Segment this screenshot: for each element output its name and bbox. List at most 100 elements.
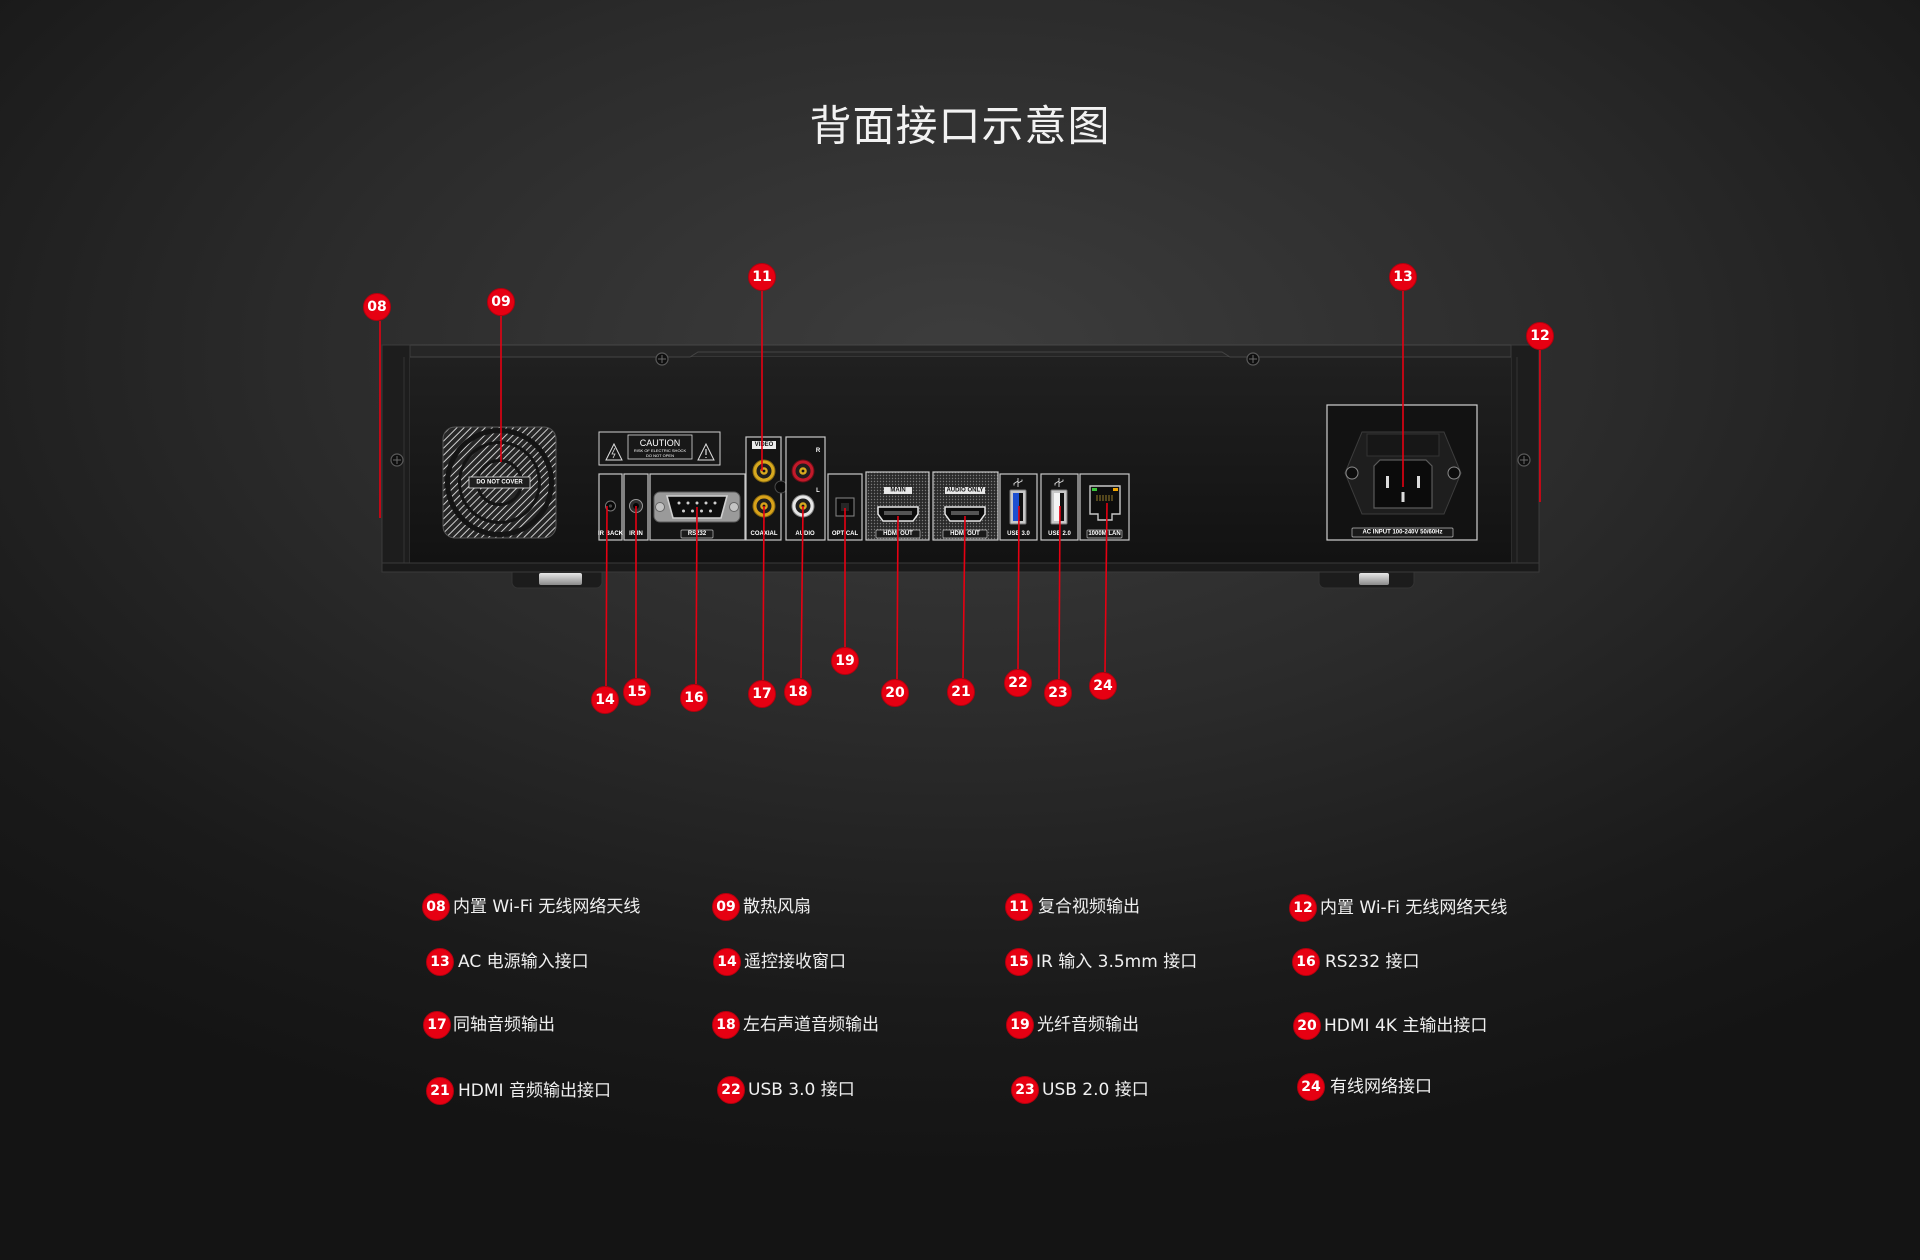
legend-badge	[1005, 893, 1033, 921]
legend-item-11: 11 复合视频输出	[1005, 893, 1140, 921]
legend-badge-number: 13	[430, 954, 449, 970]
device-rear-panel: DO NOT COVER CAUTION RISK OF ELECTRIC SH…	[381, 344, 1540, 589]
rca-audio-right-jack	[791, 459, 815, 483]
link-led	[1092, 488, 1097, 491]
callout-number: 08	[367, 299, 386, 315]
bottom-lip	[381, 562, 1540, 573]
legend-badge-number: 15	[1009, 954, 1028, 970]
callout-22: 22	[1004, 505, 1032, 697]
legend-badge-number: 09	[716, 899, 735, 915]
lightning-icon	[611, 447, 616, 459]
hdmi-contacts	[951, 511, 979, 515]
legend-label: 内置 Wi-Fi 无线网络天线	[453, 897, 640, 917]
screw-slot	[1249, 355, 1257, 363]
legend-badge-number: 22	[721, 1082, 740, 1098]
callout-08: 08	[363, 293, 391, 518]
callout-number: 12	[1530, 328, 1549, 344]
callout-16: 16	[680, 506, 708, 712]
legend-badge-number: 17	[427, 1017, 446, 1033]
legend-label: 内置 Wi-Fi 无线网络天线	[1320, 898, 1507, 918]
hdmi-audio-top-label: AUDIO ONLY	[946, 488, 983, 494]
legend-badge	[426, 948, 454, 976]
hdmi-main-top-label: MAIN	[890, 488, 905, 494]
legend-item-21: 21 HDMI 音频输出接口	[426, 1077, 611, 1105]
callout-11: 11	[748, 263, 776, 471]
legend-item-22: 22 USB 3.0 接口	[717, 1076, 855, 1104]
legend-label: USB 3.0 接口	[748, 1080, 855, 1100]
iec-screw	[1447, 466, 1461, 480]
video-label: VIDEO	[755, 442, 774, 448]
db9-screw	[655, 502, 665, 512]
screw-icon	[1517, 453, 1531, 467]
legend-item-12: 12 内置 Wi-Fi 无线网络天线	[1289, 894, 1507, 922]
caution-line-2: DO NOT OPEN	[646, 453, 674, 458]
legend-badge-number: 08	[426, 899, 445, 915]
port-box	[785, 436, 826, 541]
fan-outer-ring	[445, 428, 554, 537]
caution-label: CAUTION RISK OF ELECTRIC SHOCK DO NOT OP…	[598, 431, 721, 466]
callout-badge	[947, 678, 975, 706]
ir-window-center	[608, 504, 613, 508]
legend-label: 有线网络接口	[1330, 1077, 1432, 1097]
callout-number: 13	[1393, 269, 1412, 285]
callout-badge	[1089, 672, 1117, 700]
legend-badge-number: 14	[717, 954, 737, 970]
power-inlet-module: AC INPUT 100-240V 50/60Hz	[1326, 404, 1478, 541]
legend-badge	[423, 1011, 451, 1039]
hdmi-top-plate	[884, 487, 912, 494]
db9-pin	[686, 501, 690, 505]
legend-item-16: 16 RS232 接口	[1292, 948, 1419, 976]
ac-input-label: AC INPUT 100-240V 50/60Hz	[1362, 530, 1442, 536]
legend-badge	[422, 893, 450, 921]
legend-badge	[426, 1077, 454, 1105]
callout-badge	[748, 263, 776, 291]
screw-slot	[658, 355, 666, 363]
db9-screw	[729, 502, 739, 512]
callout-number: 14	[595, 692, 615, 708]
legend-label: 散热风扇	[743, 897, 811, 917]
legend-badge	[712, 1011, 740, 1039]
port-lan: 1000M LAN	[1079, 473, 1130, 541]
foot-trim	[1359, 573, 1389, 585]
usb-icon	[1013, 478, 1023, 487]
leader-line	[605, 505, 608, 687]
callout-badge	[680, 684, 708, 712]
callout-17: 17	[748, 505, 776, 708]
legend-badge-number: 19	[1010, 1017, 1029, 1033]
legend-badge-number: 23	[1015, 1082, 1034, 1098]
db9-pin	[682, 509, 685, 513]
top-rim	[381, 344, 1540, 358]
legend-badge	[1289, 894, 1317, 922]
db9-pin	[695, 501, 699, 505]
port-audio-rl: R L AUDIO	[785, 436, 826, 541]
db9-pin	[709, 509, 712, 513]
legend-badge	[712, 893, 740, 921]
callout-14: 14	[591, 505, 619, 714]
rj45-contacts	[1096, 495, 1113, 501]
screw-slot	[1520, 456, 1528, 464]
legend-item-19: 19 光纤音频输出	[1006, 1011, 1139, 1039]
legend-badge	[1293, 1012, 1321, 1040]
usb-insert	[1054, 493, 1060, 521]
iec-pin-live	[1386, 476, 1389, 488]
fan-mid-ring	[458, 441, 541, 524]
legend-label: USB 2.0 接口	[1042, 1080, 1149, 1100]
legend-label: 复合视频输出	[1038, 897, 1140, 917]
legend-item-24: 24 有线网络接口	[1297, 1073, 1432, 1101]
top-profile	[410, 351, 1511, 358]
callout-number: 19	[835, 653, 854, 669]
legend-badge	[717, 1076, 745, 1104]
toslink-shutter	[841, 503, 849, 511]
hdmi-top-plate	[945, 487, 985, 494]
callout-badge	[487, 288, 515, 316]
db9-pin	[677, 501, 681, 505]
legend-label: RS232 接口	[1325, 952, 1419, 972]
legend-label: HDMI 音频输出接口	[458, 1081, 611, 1101]
callout-number: 20	[885, 685, 905, 701]
legend-label: 遥控接收窗口	[744, 952, 846, 972]
legend-item-23: 23 USB 2.0 接口	[1011, 1076, 1149, 1104]
legend-label: IR 输入 3.5mm 接口	[1036, 952, 1197, 972]
db9-pin	[713, 501, 717, 505]
legend: 08 内置 Wi-Fi 无线网络天线 09 散热风扇 11 复合视频输出 12 …	[422, 893, 1507, 1105]
